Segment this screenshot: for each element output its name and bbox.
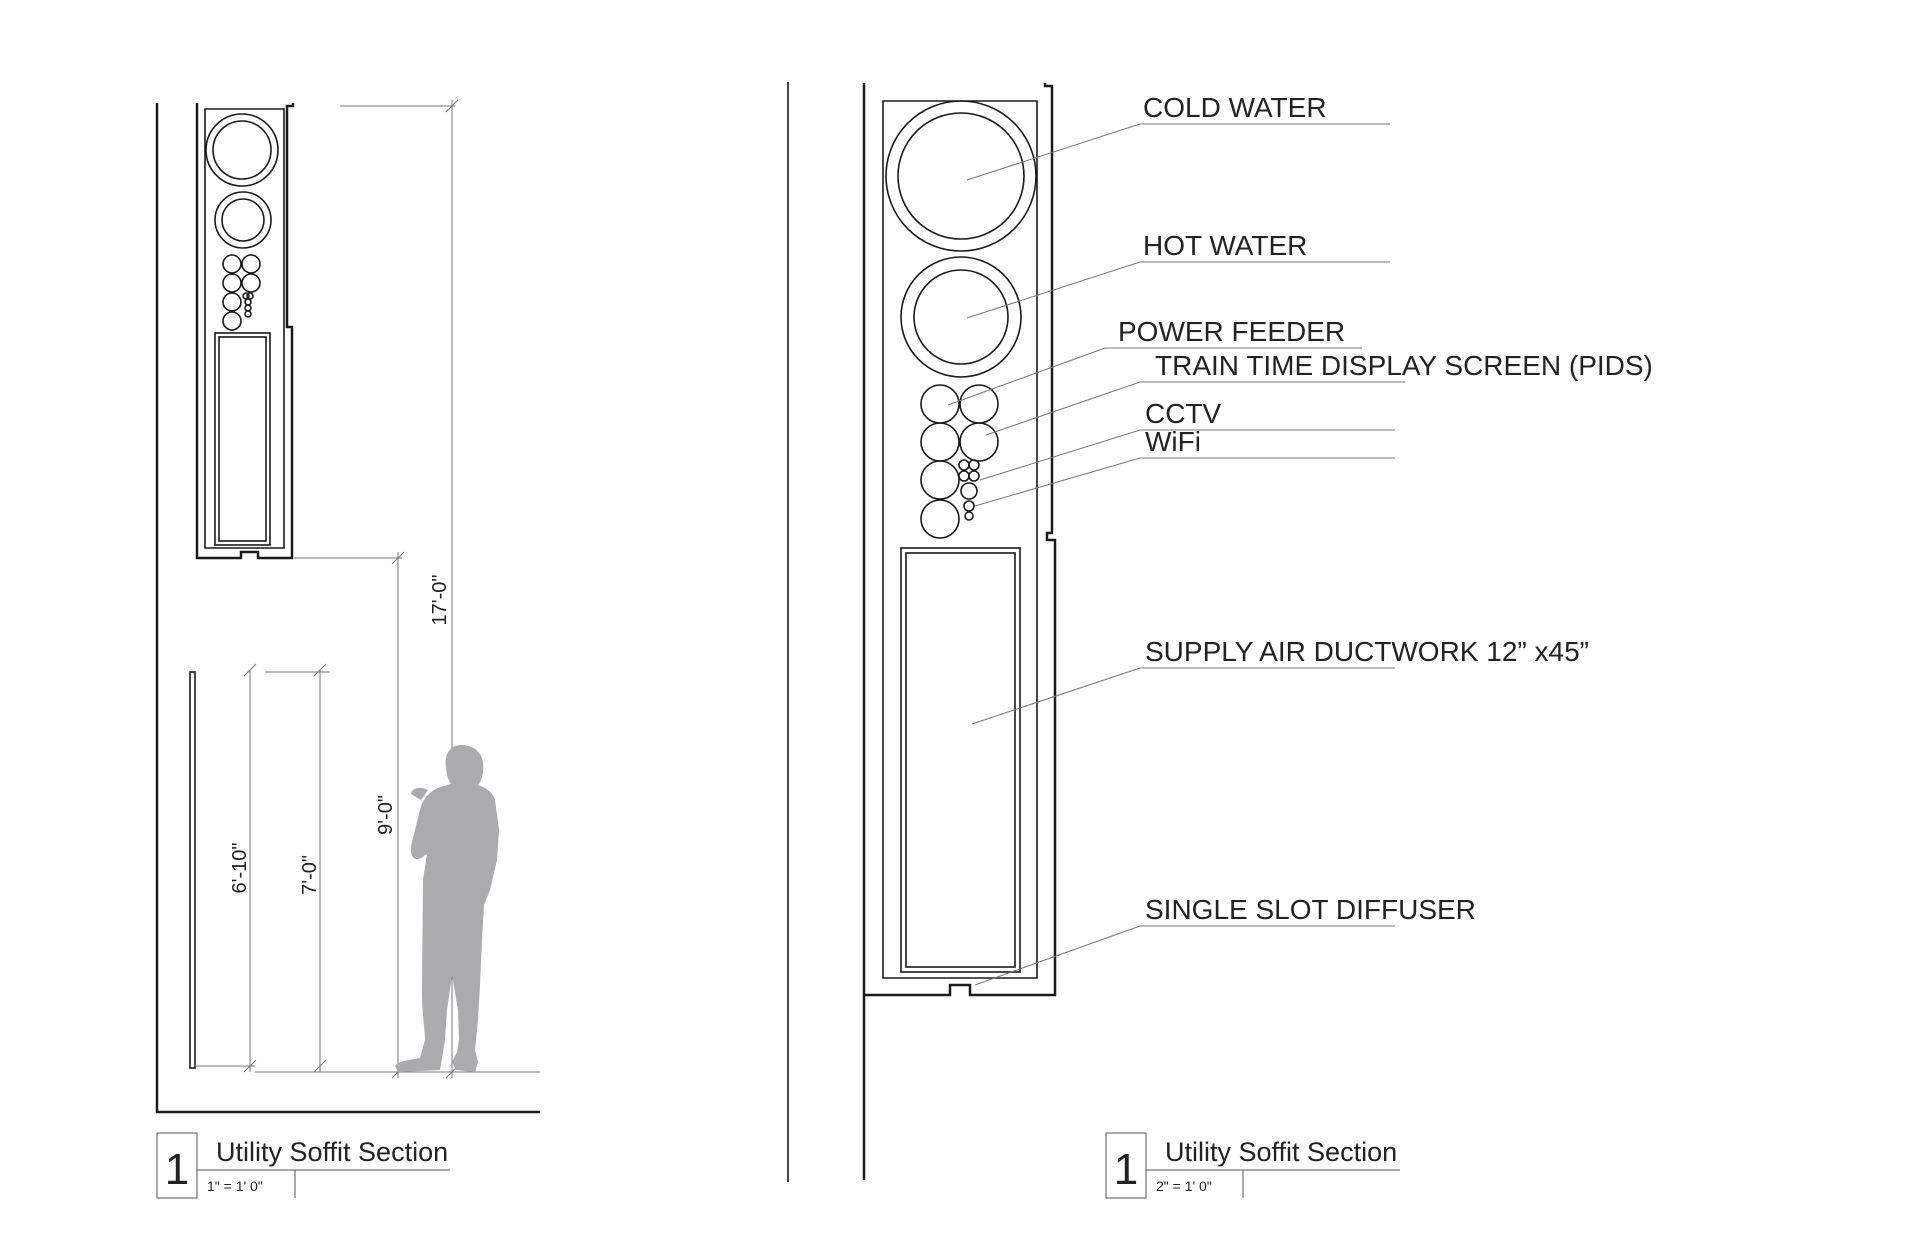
title-scale-left: 1" = 1' 0" <box>207 1178 263 1194</box>
dim-total-height: 17'-0" <box>429 575 451 626</box>
label-ductwork: SUPPLY AIR DUCTWORK 12” x45” <box>1145 636 1589 667</box>
title-text-right: Utility Soffit Section <box>1165 1137 1397 1167</box>
left-hot-water-pipe <box>214 191 272 249</box>
label-hot-water: HOT WATER <box>1143 230 1307 261</box>
right-cold-water-pipe <box>885 100 1037 252</box>
title-number-right: 1 <box>1114 1145 1138 1194</box>
right-conduit-bundle <box>920 384 999 539</box>
left-cold-water-pipe <box>205 113 279 187</box>
dim-sign-panel: 6'-10" <box>229 843 251 894</box>
right-soffit-inner <box>882 100 1038 979</box>
leader-lines <box>947 123 1405 986</box>
title-number-left: 1 <box>165 1145 189 1194</box>
label-cold-water: COLD WATER <box>1143 92 1327 123</box>
left-duct <box>214 332 271 546</box>
label-wifi: WiFi <box>1145 426 1201 457</box>
person-figure <box>395 745 499 1072</box>
dim-sign-height: 7'-0" <box>299 855 321 895</box>
label-pids: TRAIN TIME DISPLAY SCREEN (PIDS) <box>1155 350 1653 381</box>
title-block-left: 1 Utility Soffit Section 1" = 1' 0" <box>156 1132 450 1199</box>
label-cctv: CCTV <box>1145 398 1222 429</box>
title-scale-right: 2" = 1' 0" <box>1156 1178 1212 1194</box>
label-power-feeder: POWER FEEDER <box>1118 316 1345 347</box>
label-diffuser: SINGLE SLOT DIFFUSER <box>1145 894 1476 925</box>
title-text-left: Utility Soffit Section <box>216 1137 448 1167</box>
left-section: 17'-0" 9'-0" 7'-0" 6'-10" 1 Utility Soff… <box>155 99 540 1199</box>
left-wall <box>155 103 540 1114</box>
wall-sign-panel <box>189 671 196 1069</box>
right-soffit-outer <box>864 83 1057 997</box>
right-hot-water-pipe <box>900 256 1022 378</box>
right-duct <box>900 547 1021 973</box>
title-block-right: 1 Utility Soffit Section 2" = 1' 0" <box>1105 1132 1400 1199</box>
left-conduit-bundle <box>222 254 261 331</box>
right-section: COLD WATER HOT WATER POWER FEEDER TRAIN … <box>862 83 1653 1199</box>
left-dimensions <box>195 99 540 1079</box>
left-soffit-inner <box>204 108 285 549</box>
dim-soffit-clearance: 9'-0" <box>375 795 397 835</box>
left-soffit-outer <box>195 103 295 560</box>
